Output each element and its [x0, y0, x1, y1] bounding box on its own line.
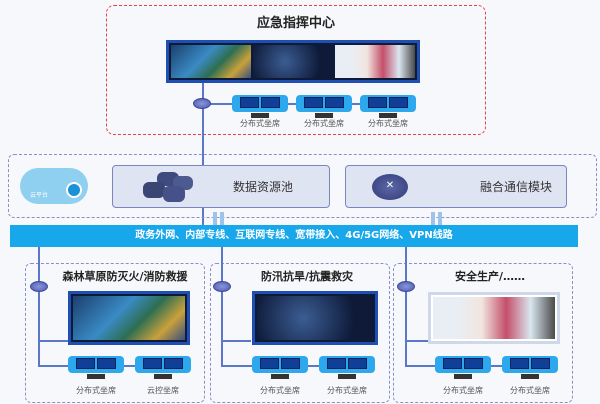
scenario-title: 森林草原防灭火/消防救援 [62, 270, 188, 283]
network-band: 政务外网、内部专线、互联网专线、宽带接入、4G/5G网络、VPN线路 [10, 225, 578, 247]
workstation-icon [135, 356, 191, 380]
seat-label: 分布式坐席 [304, 119, 344, 128]
seat-label: 云控坐席 [147, 386, 179, 395]
workstation-icon [232, 95, 288, 119]
connector-line [405, 340, 429, 342]
database-icon [143, 171, 195, 202]
video-wall [166, 40, 420, 83]
arrow-icon [438, 212, 442, 225]
module-label: 融合通信模块 [480, 180, 553, 194]
workstation-icon [296, 95, 352, 119]
seat-label: 分布式坐席 [327, 386, 367, 395]
command-center-panel [106, 5, 486, 135]
connector-line [38, 247, 40, 367]
workstation-icon [319, 356, 375, 380]
seat-label: 分布式坐席 [368, 119, 408, 128]
command-center-title: 应急指挥中心 [256, 16, 335, 31]
flood-control-screen [252, 291, 378, 345]
workstation-icon [502, 356, 558, 380]
arrow-icon [213, 212, 217, 225]
switch-icon [30, 281, 48, 292]
workstation-icon [68, 356, 124, 380]
safety-production-screen [428, 292, 560, 344]
switch-icon [213, 281, 231, 292]
switch-icon [193, 98, 211, 109]
seat-label: 分布式坐席 [76, 386, 116, 395]
seat-label: 分布式坐席 [240, 119, 280, 128]
seat-label: 分布式坐席 [443, 386, 483, 395]
workstation-icon [252, 356, 308, 380]
scenario-panel [25, 263, 205, 403]
connector-line [221, 247, 223, 367]
connector-line [38, 340, 68, 342]
platform-panel [8, 154, 597, 218]
connector-line [221, 340, 251, 342]
connector-line [405, 247, 407, 367]
scenario-panel [210, 263, 390, 403]
seat-label: 分布式坐席 [260, 386, 300, 395]
sync-icon [66, 182, 82, 198]
scenario-title: 防汛抗旱/抗震救灾 [260, 270, 354, 283]
workstation-icon [360, 95, 416, 119]
arrow-icon [431, 212, 435, 225]
cloud-label: 云平台 [30, 192, 49, 199]
converged-communication-module: ✕ 融合通信模块 [345, 165, 567, 208]
arrow-icon [220, 212, 224, 225]
forest-fire-screen [68, 291, 190, 345]
scenario-panel [393, 263, 573, 403]
data-resource-pool-module: 数据资源池 [112, 165, 330, 208]
module-label: 数据资源池 [233, 180, 294, 194]
router-icon: ✕ [372, 173, 408, 200]
scenario-title: 安全生产/…… [454, 270, 526, 283]
switch-icon [397, 281, 415, 292]
cloud-icon: 云平台 [20, 168, 88, 204]
workstation-icon [435, 356, 491, 380]
seat-label: 分布式坐席 [510, 386, 550, 395]
